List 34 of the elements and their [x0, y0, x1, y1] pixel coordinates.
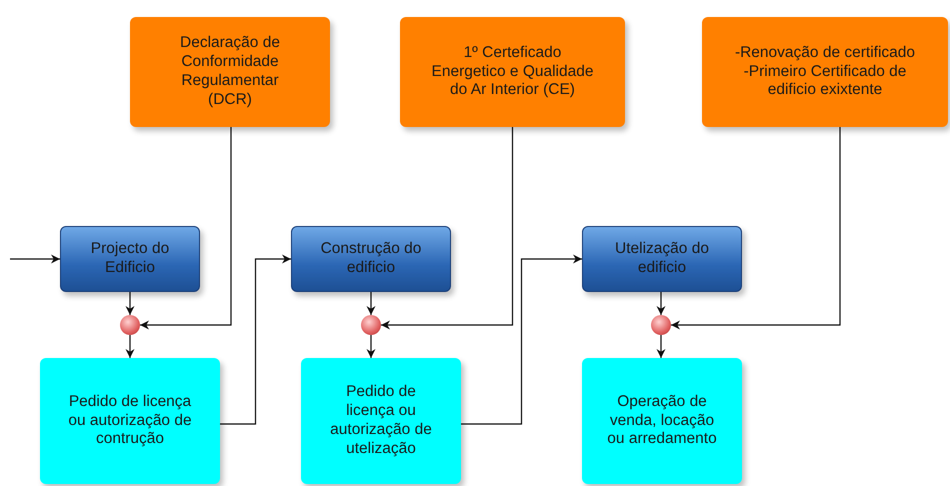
box-text: Utelização do edificio [614, 240, 710, 278]
document-box [130, 17, 330, 127]
request-box [40, 358, 220, 484]
junction-circle [361, 315, 381, 335]
arrow [656, 335, 666, 358]
box-text: -Primeiro Certificado de edificio exixtente [742, 62, 908, 100]
arrow [366, 335, 376, 358]
arrow [366, 292, 376, 315]
arrow [461, 254, 582, 425]
box-text: Pedido de licença ou autorização de utelização [329, 383, 433, 459]
junction-circle [120, 315, 140, 335]
arrow [656, 292, 666, 315]
arrow [671, 127, 841, 330]
process-box [582, 226, 742, 292]
document-box [400, 17, 625, 127]
box-text: Projecto do Edificio [90, 240, 170, 278]
arrow [381, 127, 514, 330]
box-text: -Renovação de certificado [734, 44, 916, 63]
box-text: Operação de venda, locação ou arredamento [606, 392, 718, 450]
arrow [10, 254, 60, 264]
arrow [220, 254, 291, 425]
arrow [126, 335, 134, 358]
arrow [126, 292, 134, 315]
request-box [582, 358, 742, 484]
arrow [140, 127, 232, 330]
box-text: Construção do edificio [320, 240, 422, 278]
process-box [60, 226, 200, 292]
box-text: 1º Certeficado Energetico e Qualidade do Ar Interior (CE) [430, 44, 594, 100]
box-text: Declaração de Conformidade Regulamentar (DCR) [179, 34, 281, 110]
request-box [301, 358, 461, 484]
junction-circle [651, 315, 671, 335]
document-box [702, 17, 948, 127]
process-box [291, 226, 451, 292]
box-text: Pedido de licença ou autorização de contrução [67, 392, 193, 450]
